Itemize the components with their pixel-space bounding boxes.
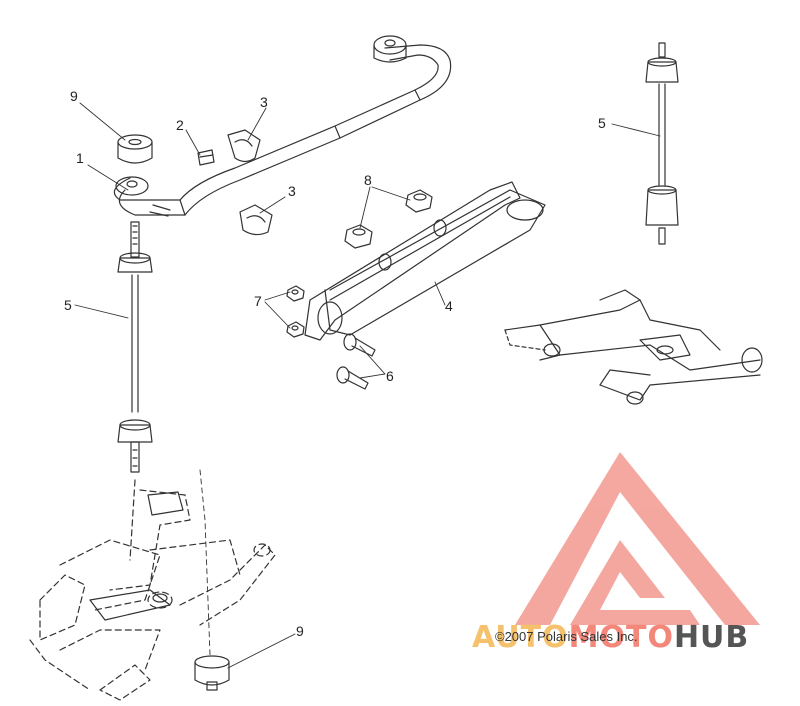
clamp-upper bbox=[227, 129, 261, 163]
swing-arm-right bbox=[504, 289, 763, 405]
copyright-notice: ©2007 Polaris Sales Inc. bbox=[495, 629, 638, 644]
stabilizer-bar bbox=[113, 35, 452, 217]
callout-9-top: 9 bbox=[70, 88, 78, 104]
callout-4: 4 bbox=[445, 298, 453, 314]
callout-2: 2 bbox=[176, 117, 184, 133]
callout-9-bottom: 9 bbox=[296, 623, 304, 639]
callout-1: 1 bbox=[76, 150, 84, 166]
callout-5-left: 5 bbox=[64, 297, 72, 313]
watermark-moto: MOTO bbox=[568, 620, 674, 655]
bolts-6 bbox=[336, 333, 376, 390]
leader-lines bbox=[74, 102, 661, 669]
mounting-bracket bbox=[304, 181, 546, 341]
automotohub-logo-icon bbox=[515, 452, 760, 625]
watermark-auto: AUTO bbox=[472, 620, 569, 655]
callout-3-upper: 3 bbox=[260, 94, 268, 110]
callout-5-right: 5 bbox=[598, 115, 606, 131]
automotohub-watermark: AUTOMOTOHUB bbox=[472, 620, 749, 655]
swing-arm-lower-solid bbox=[89, 491, 184, 621]
watermark-hub: HUB bbox=[673, 620, 750, 655]
callout-3-lower: 3 bbox=[288, 183, 296, 199]
callout-7: 7 bbox=[254, 293, 262, 309]
clamp-lower bbox=[239, 204, 273, 236]
link-rod-right bbox=[645, 42, 679, 245]
fastener-2 bbox=[197, 149, 215, 166]
nuts-7 bbox=[286, 285, 305, 338]
swing-arm-lower bbox=[29, 479, 276, 701]
bushing-bottom bbox=[194, 655, 230, 691]
bushing-8 bbox=[344, 189, 433, 249]
link-rod-left bbox=[117, 221, 153, 473]
callout-6: 6 bbox=[386, 368, 394, 384]
bushing-top bbox=[117, 134, 153, 164]
callout-8: 8 bbox=[364, 172, 372, 188]
